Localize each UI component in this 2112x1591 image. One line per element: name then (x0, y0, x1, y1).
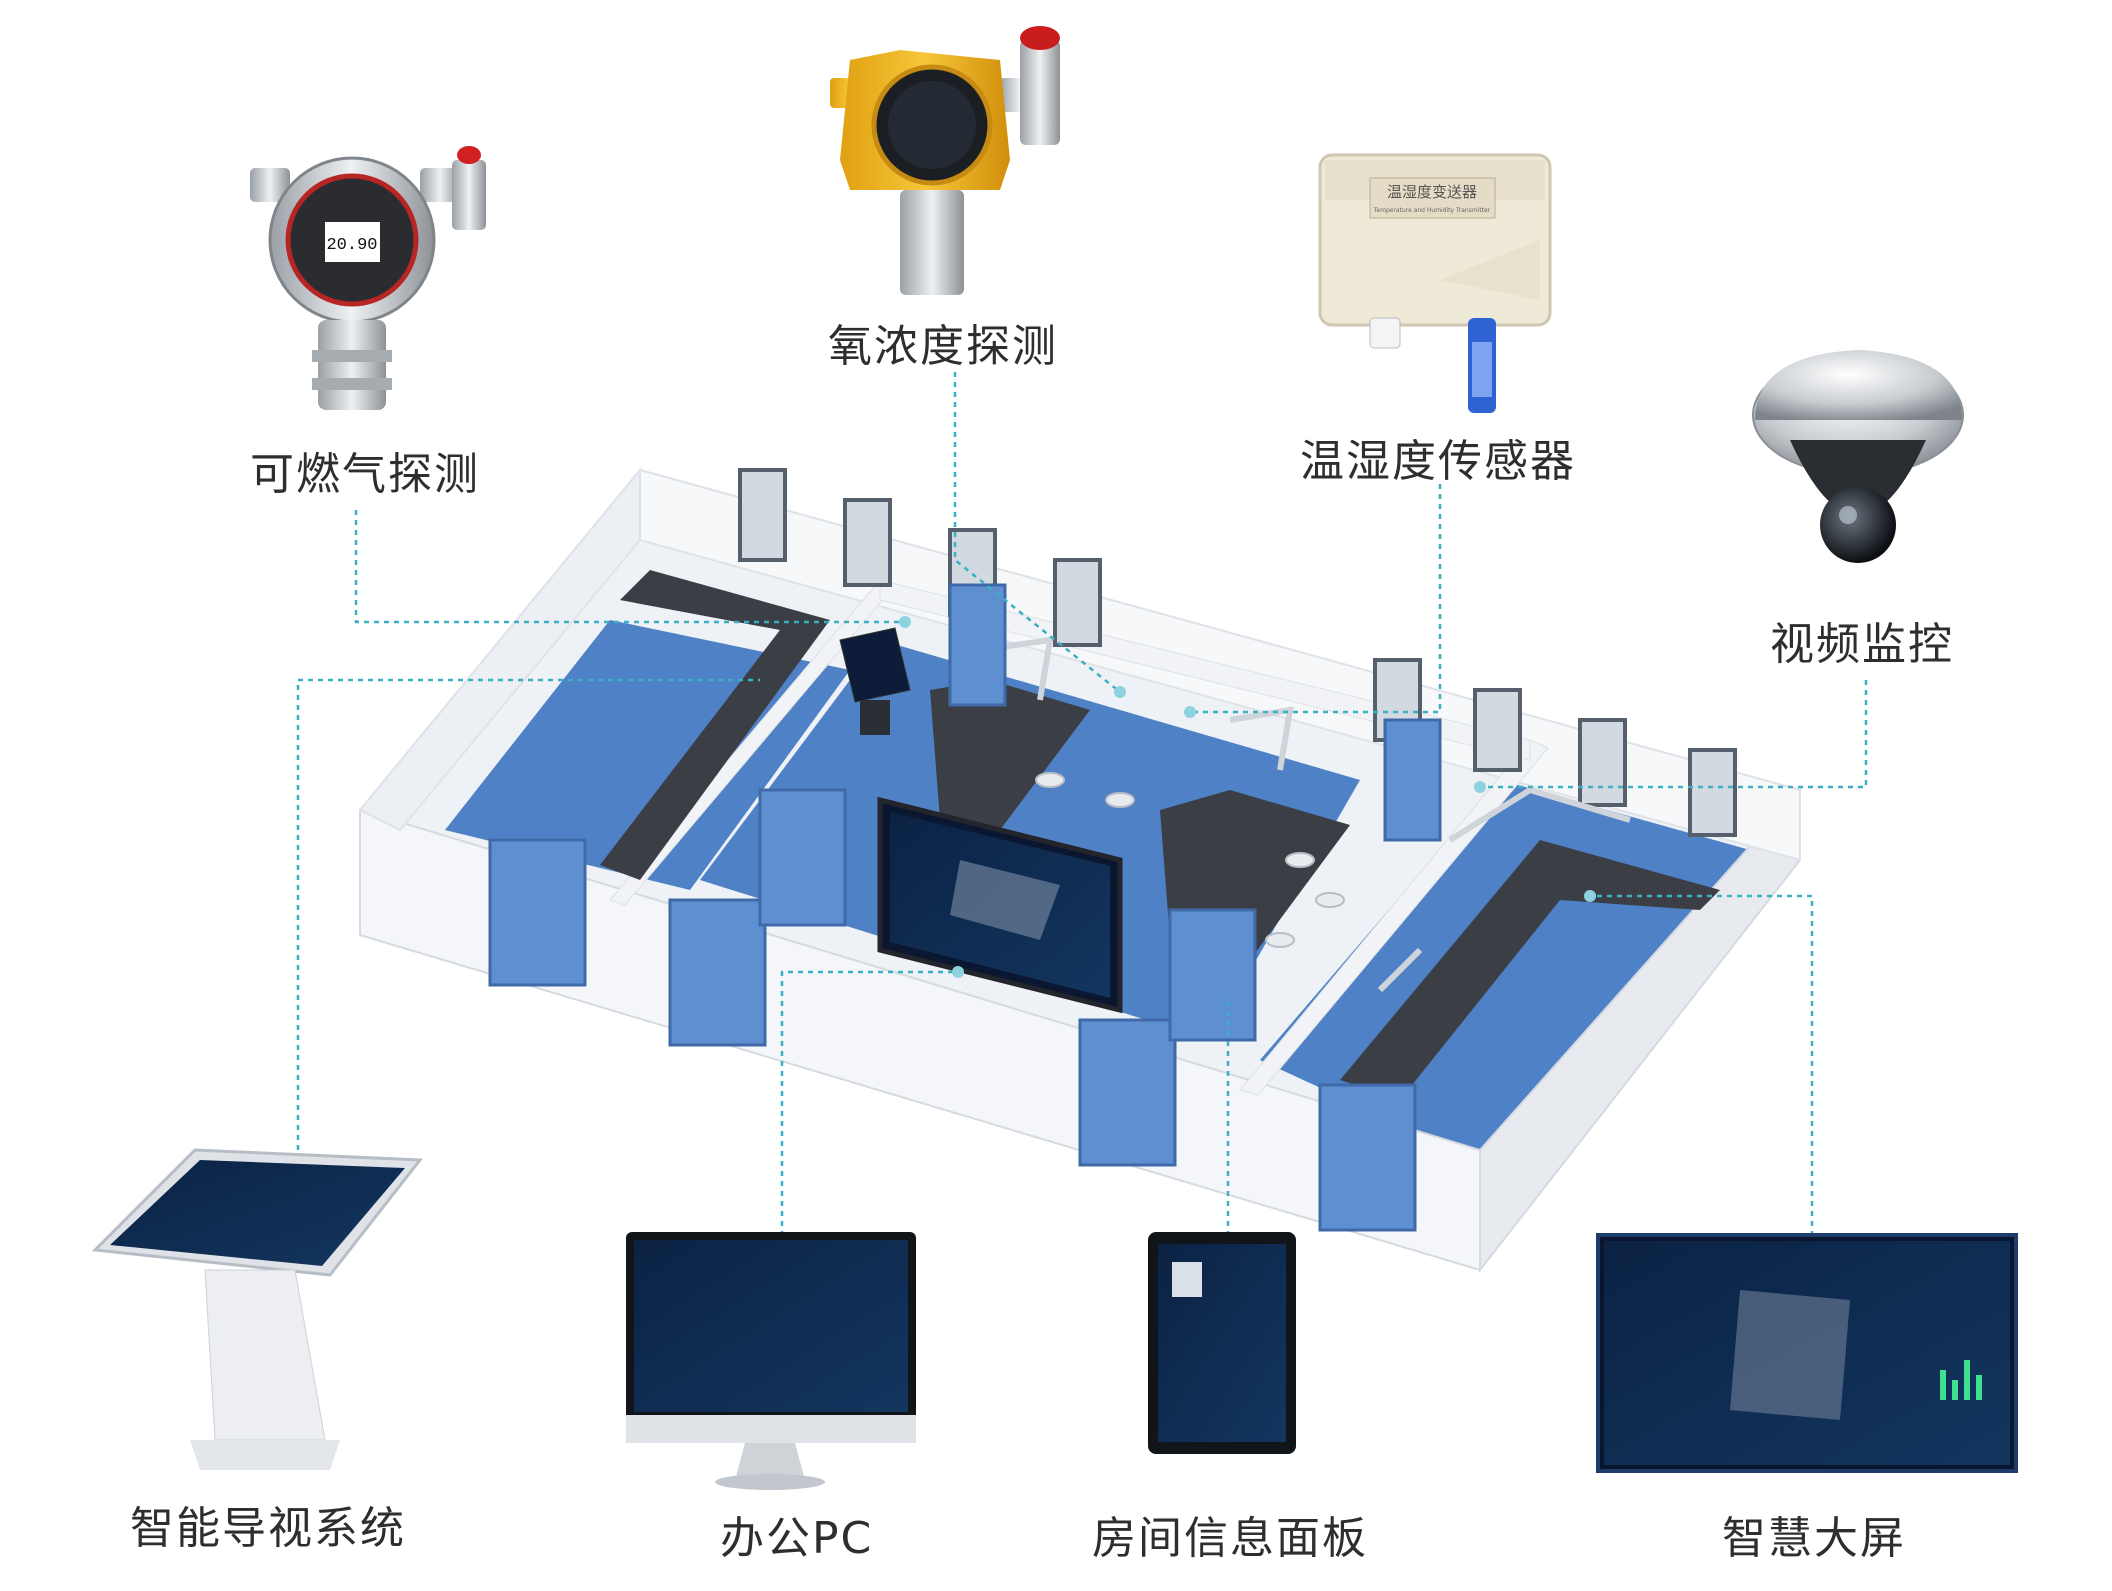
connectors (296, 372, 1868, 1236)
connector-bigscreen (1590, 894, 1814, 1236)
door-back-b (1383, 718, 1442, 842)
temp-humidity-plate: 温湿度变送器 (1387, 183, 1477, 201)
stools (1035, 772, 1345, 948)
label-video: 视频监控 (1770, 619, 1954, 670)
bench-room1 (600, 570, 830, 880)
kiosk-icon (91, 1148, 423, 1470)
temp-humidity-sensor-icon: 温湿度变送器 Temperature and Humidity Transmit… (1318, 153, 1552, 413)
gas-detector-reading: 20.90 (326, 236, 377, 255)
floorplan-kiosk (839, 627, 911, 735)
temp-humidity-plate-sub: Temperature and Humidity Transmitter (1373, 207, 1491, 214)
door-room1-front (488, 838, 587, 987)
connector-oxygen (953, 372, 1121, 693)
door-room2-right (1168, 908, 1257, 1042)
door-back-a (948, 583, 1007, 707)
label-kiosk: 智能导视系统 (130, 1503, 406, 1554)
oxygen-detector-icon (830, 26, 1060, 295)
door-room2-front (668, 898, 767, 1047)
label-oxygen: 氧浓度探测 (828, 321, 1058, 372)
partition-c (879, 579, 1531, 761)
label-office-pc: 办公PC (720, 1513, 874, 1564)
door-room3-front (1318, 1083, 1417, 1232)
connector-temp (1190, 484, 1442, 714)
bench-room2a (930, 680, 1090, 830)
connector-kiosk (296, 678, 760, 1150)
bench-room3 (1340, 840, 1720, 1100)
door-main-front (1078, 1018, 1177, 1167)
label-combustible: 可燃气探测 (250, 449, 480, 500)
monitor-icon (626, 1232, 916, 1490)
big-screen-icon (1596, 1233, 2018, 1473)
connector-combustible (354, 510, 905, 624)
connector-pc (780, 970, 958, 1236)
label-temp-humidity: 温湿度传感器 (1300, 436, 1576, 487)
label-room-panel: 房间信息面板 (1092, 1513, 1368, 1564)
wall-big-screen (877, 796, 1123, 1014)
door-room2-side (758, 788, 847, 927)
label-big-screen: 智慧大屏 (1722, 1513, 1906, 1564)
lab-floor-plan (358, 467, 1802, 1273)
connector-video (1480, 680, 1868, 789)
gas-detector-icon: 20.90 (250, 146, 486, 410)
tablet-icon (1148, 1232, 1296, 1454)
left-wall (358, 467, 641, 832)
doors[interactable] (488, 583, 1442, 1232)
dome-camera-icon (1752, 350, 1964, 563)
